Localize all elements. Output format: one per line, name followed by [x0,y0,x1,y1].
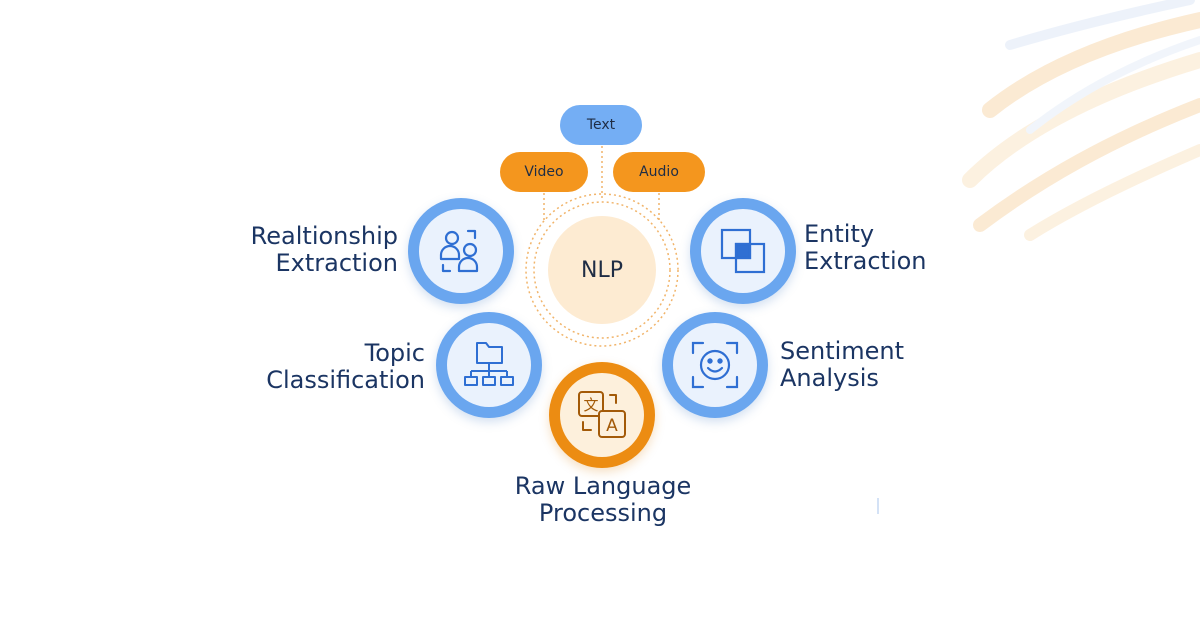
relationship-line2: Extraction [275,249,398,277]
relationship-extraction-label: Realtionship Extraction [251,223,398,277]
users-icon [439,229,479,273]
sentiment-line1: Sentiment [780,337,905,365]
raw-line1: Raw Language [514,472,692,500]
topic-classification-label: Topic Classification [266,340,425,394]
folder-hierarchy-icon [464,342,514,386]
entity-line1: Entity [804,220,875,248]
sentiment-line2: Analysis [780,364,879,392]
entity-extraction-node [690,198,796,304]
nlp-core-label: NLP [581,257,623,283]
input-text-pill: Text [560,105,642,145]
raw-language-processing-label: Raw Language Processing [478,473,728,527]
input-video-pill: Video [500,152,588,192]
entity-line2: Extraction [804,247,927,275]
topic-line1: Topic [364,339,425,367]
smiley-face-icon [691,341,739,389]
translate-icon: 文 A [578,391,626,438]
input-text-label: Text [586,117,616,133]
svg-text:A: A [606,416,618,436]
topic-classification-node [436,312,542,418]
svg-text:文: 文 [583,396,598,414]
raw-line2: Processing [538,499,668,527]
input-audio-label: Audio [639,164,679,180]
input-video-label: Video [524,164,564,180]
raw-language-processing-node: 文 A [549,362,655,468]
input-audio-pill: Audio [613,152,705,192]
entity-extraction-label: Entity Extraction [804,221,927,275]
topic-line2: Classification [266,366,425,394]
overlapping-squares-icon [720,228,766,274]
sentiment-analysis-label: Sentiment Analysis [780,338,904,392]
sentiment-analysis-node [662,312,768,418]
nlp-core: NLP [548,216,656,324]
relationship-extraction-node [408,198,514,304]
relationship-line1: Realtionship [250,222,398,250]
